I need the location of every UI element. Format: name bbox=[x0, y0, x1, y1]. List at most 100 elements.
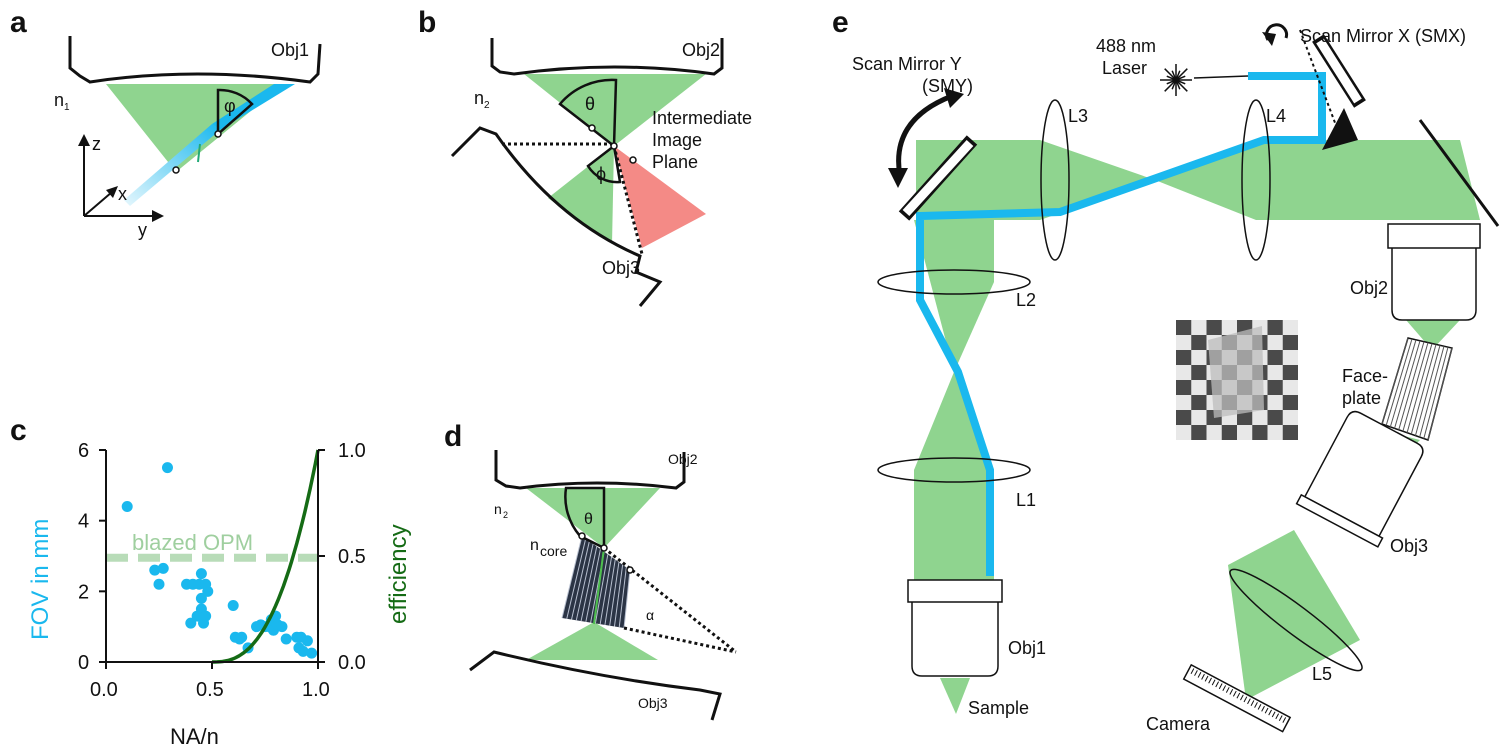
fiber-green bbox=[593, 547, 605, 625]
l2-label: L2 bbox=[1016, 290, 1036, 310]
smx-dotted bbox=[1299, 29, 1341, 137]
ncore-label-d: n bbox=[530, 537, 539, 554]
panel-b-label: b bbox=[418, 6, 436, 39]
camera-pixel bbox=[1229, 688, 1234, 695]
plane-label-3: Plane bbox=[652, 152, 698, 172]
obj2-label-e: Obj2 bbox=[1350, 278, 1388, 298]
camera-pixel bbox=[1282, 717, 1287, 723]
beam-blue-e bbox=[916, 72, 1326, 576]
checker-square bbox=[1176, 410, 1192, 425]
data-point bbox=[276, 621, 288, 633]
data-point bbox=[306, 647, 318, 659]
ncore-sub-d: core bbox=[540, 543, 567, 559]
camera-pixel bbox=[1240, 694, 1244, 701]
fiber-line bbox=[571, 541, 590, 620]
checker-square bbox=[1267, 320, 1283, 335]
cone-green-d-top bbox=[526, 488, 660, 548]
smx-label: Scan Mirror X (SMX) bbox=[1300, 26, 1466, 46]
laser-ray bbox=[1175, 75, 1186, 81]
obj3-e bbox=[1295, 410, 1424, 548]
beam-blue-a bbox=[212, 84, 295, 130]
fold-mirror bbox=[1418, 119, 1500, 227]
checker-square bbox=[1206, 320, 1222, 335]
fiber-line bbox=[594, 554, 609, 624]
faceplate-fiber-e bbox=[1419, 346, 1445, 438]
axis-x-line bbox=[83, 191, 113, 217]
data-point bbox=[121, 501, 133, 513]
faceplate-e bbox=[1381, 337, 1453, 441]
data-point bbox=[195, 568, 207, 580]
obj3-outline-d bbox=[469, 650, 722, 721]
panel-d: d θ Obj2 Obj3 n 2 n core α bbox=[444, 420, 737, 721]
checker-square bbox=[1191, 365, 1207, 380]
panel-e: e bbox=[832, 6, 1500, 734]
laser-line bbox=[1193, 75, 1249, 79]
n2-sub-b: 2 bbox=[484, 100, 490, 111]
checker-square bbox=[1176, 380, 1192, 395]
data-point bbox=[191, 610, 203, 622]
data-point bbox=[227, 599, 239, 611]
axis-x-label: x bbox=[118, 184, 127, 204]
obj2-e-collar bbox=[1387, 223, 1481, 249]
camera-pixel bbox=[1275, 713, 1280, 720]
point-b1 bbox=[588, 124, 596, 132]
l1-label: L1 bbox=[1016, 490, 1036, 510]
dichroic-wedge bbox=[1322, 108, 1358, 150]
beam-green-down2 bbox=[914, 372, 994, 582]
scan-mirror-y-inner bbox=[902, 139, 974, 217]
faceplate-photo bbox=[1208, 326, 1264, 418]
checker-square bbox=[1191, 425, 1207, 440]
sample-label: Sample bbox=[968, 698, 1029, 718]
x-tick-label: 0.0 bbox=[90, 679, 118, 701]
data-point bbox=[149, 564, 161, 576]
checker-square bbox=[1267, 380, 1283, 395]
checker-square bbox=[1282, 365, 1298, 380]
n2-sub-d: 2 bbox=[503, 510, 508, 520]
checker-square bbox=[1191, 395, 1207, 410]
obj1-label-e: Obj1 bbox=[1008, 638, 1046, 658]
camera-pixel bbox=[1257, 703, 1262, 710]
faceplate-fibers-d bbox=[561, 535, 631, 629]
data-point bbox=[236, 631, 248, 643]
obj2-outline-b bbox=[490, 38, 724, 76]
smy-arrow-head-2 bbox=[944, 88, 964, 108]
data-point bbox=[202, 585, 214, 597]
beam-fade-a bbox=[124, 124, 220, 206]
smy-label-1: Scan Mirror Y bbox=[852, 54, 962, 74]
panel-d-label: d bbox=[444, 420, 462, 453]
lens-l2 bbox=[877, 269, 1031, 295]
n1-sub: 1 bbox=[64, 102, 70, 113]
obj2-label-b: Obj2 bbox=[682, 40, 720, 60]
smx-rotate-head bbox=[1262, 32, 1276, 46]
camera-pixel bbox=[1197, 672, 1202, 678]
y2-tick-label: 0.0 bbox=[338, 652, 366, 674]
data-point bbox=[297, 645, 309, 657]
l5-label: L5 bbox=[1312, 664, 1332, 684]
theta-label-d: θ bbox=[584, 511, 593, 528]
beam-green-down bbox=[914, 220, 994, 372]
beam-green-obj2 bbox=[1406, 320, 1460, 350]
obj3-label-d: Obj3 bbox=[638, 695, 668, 711]
l3-label: L3 bbox=[1068, 106, 1088, 126]
camera-pixel bbox=[1218, 683, 1223, 690]
obj3-label-e: Obj3 bbox=[1390, 536, 1428, 556]
obj2-outline-d bbox=[494, 450, 686, 490]
angle-phi-box bbox=[216, 88, 254, 137]
axis-z-label: z bbox=[92, 134, 101, 154]
laser-ray bbox=[1164, 79, 1177, 92]
laser-label-1: 488 nm bbox=[1096, 36, 1156, 56]
lens-l4 bbox=[1241, 99, 1271, 261]
faceplate-fiber-e bbox=[1406, 343, 1433, 433]
lens-l5 bbox=[1229, 568, 1363, 672]
camera-pixel bbox=[1254, 702, 1258, 708]
panel-b: b θ ϕ Obj2 Obj3 n 2 Intermediate Image P… bbox=[418, 6, 752, 307]
beam-green-sample bbox=[940, 678, 970, 714]
plane-dotted-d bbox=[612, 145, 644, 255]
point-d1 bbox=[578, 532, 586, 540]
fiber-line bbox=[561, 535, 583, 619]
camera-pixel bbox=[1236, 692, 1241, 699]
n1-label: n bbox=[54, 90, 64, 110]
phi-label-a: φ bbox=[224, 96, 236, 116]
checker-square bbox=[1176, 350, 1192, 365]
